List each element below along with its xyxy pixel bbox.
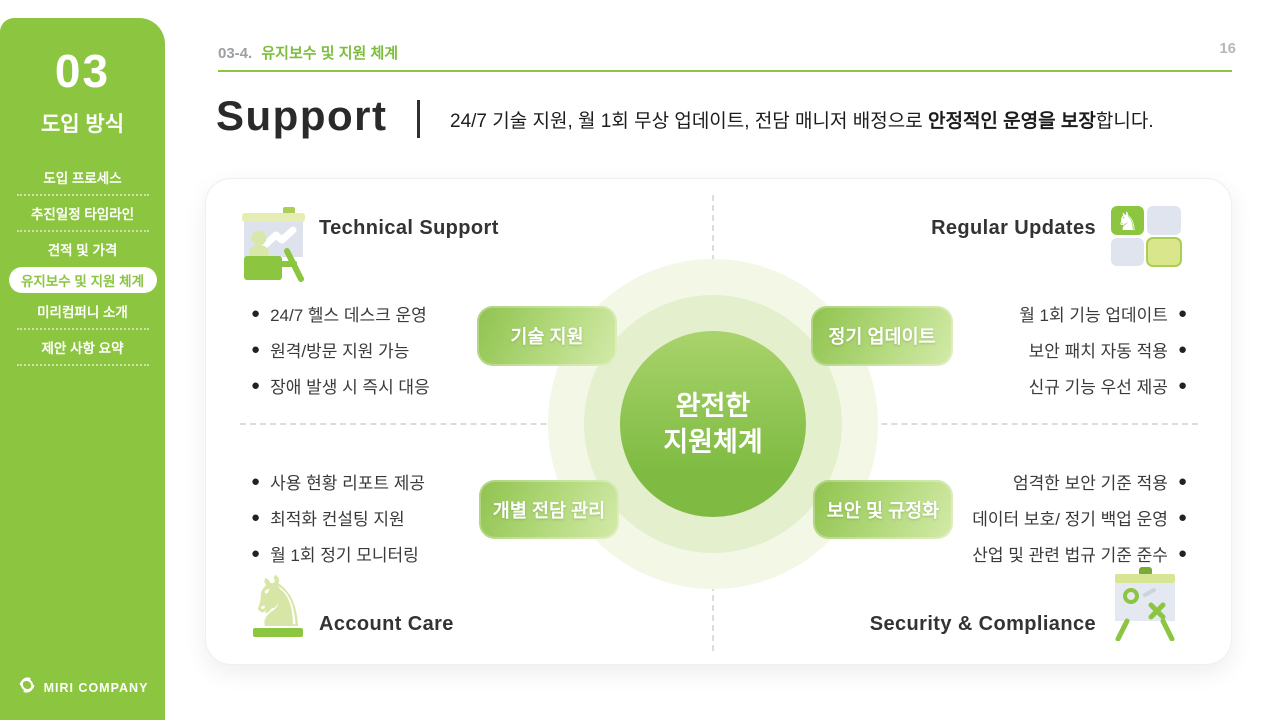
technical-support-list: ● 24/7 헬스 데스크 운영 ● 원격/방문 지원 가능 ● 장애 발생 시 즉시… bbox=[251, 301, 430, 409]
support-diagram-card: 완전한 지원체계 기술 지원 정기 업데이트 개별 전담 관리 보안 및 규정화… bbox=[205, 178, 1232, 665]
sidebar-item-timeline[interactable]: 추진일정 타임라인 bbox=[30, 207, 135, 222]
sidebar-item-company[interactable]: 미리컴퍼니 소개 bbox=[37, 305, 128, 320]
security-compliance-list: ● 엄격한 보안 기준 적용 ● 데이터 보호/ 정기 백업 운영 ● 산업 및 관련… bbox=[972, 469, 1187, 577]
sidebar-item-pricing[interactable]: 견적 및 가격 bbox=[47, 243, 118, 258]
bullet-dot: ● bbox=[1177, 305, 1187, 322]
list-item: ● 최적화 컨설팅 지원 bbox=[251, 505, 425, 530]
page-number: 16 bbox=[1219, 40, 1236, 57]
bullet-dot: ● bbox=[251, 473, 261, 490]
list-item-text: 최적화 컨설팅 지원 bbox=[270, 510, 405, 529]
sidebar-item-maintenance-active[interactable]: 유지보수 및 지원 체계 bbox=[8, 267, 157, 293]
list-item: ● 보안 패치 자동 적용 bbox=[1019, 337, 1187, 362]
list-item-text: 24/7 헬스 데스크 운영 bbox=[270, 306, 427, 325]
sidebar-item-summary[interactable]: 제안 사항 요약 bbox=[41, 341, 124, 356]
pill-regular-updates: 정기 업데이트 bbox=[811, 306, 953, 366]
title-divider bbox=[417, 100, 420, 138]
breadcrumb-number: 03-4. bbox=[218, 45, 253, 62]
bullet-dot: ● bbox=[1177, 341, 1187, 358]
bullet-dot: ● bbox=[1177, 545, 1187, 562]
list-item: ● 월 1회 기능 업데이트 bbox=[1019, 301, 1187, 326]
list-item-text: 원격/방문 지원 가능 bbox=[270, 342, 410, 361]
breadcrumb-title: 유지보수 및 지원 체계 bbox=[261, 45, 399, 62]
header-underline bbox=[218, 70, 1232, 72]
bullet-dot: ● bbox=[251, 305, 261, 322]
heading-security-compliance: Security & Compliance bbox=[869, 613, 1096, 635]
page-title: Support bbox=[216, 92, 388, 139]
menu-separator bbox=[16, 230, 149, 232]
company-logo-icon bbox=[17, 675, 37, 700]
bullet-dot: ● bbox=[1177, 473, 1187, 490]
bullet-dot: ● bbox=[1177, 377, 1187, 394]
list-item: ● 24/7 헬스 데스크 운영 bbox=[251, 301, 430, 326]
pill-account-care: 개별 전담 관리 bbox=[479, 480, 619, 539]
company-logo-text: MIRI COMPANY bbox=[43, 680, 149, 695]
sidebar-menu: 도입 프로세스 추진일정 타임라인 견적 및 가격 유지보수 및 지원 체계 미… bbox=[0, 163, 165, 369]
bullet-dot: ● bbox=[251, 545, 261, 562]
account-care-list: ● 사용 현황 리포트 제공 ● 최적화 컨설팅 지원 ● 월 1회 정기 모니터링 bbox=[251, 469, 425, 577]
chapter-number: 03 bbox=[54, 45, 111, 97]
list-item-text: 보안 패치 자동 적용 bbox=[1028, 342, 1168, 361]
list-item: ● 장애 발생 시 즉시 대응 bbox=[251, 373, 430, 398]
list-item-text: 월 1회 정기 모니터링 bbox=[270, 546, 419, 565]
sidebar-item-process[interactable]: 도입 프로세스 bbox=[43, 171, 122, 186]
svg-text:♞: ♞ bbox=[1116, 207, 1138, 236]
strategy-board-icon bbox=[1109, 565, 1181, 646]
list-item: ● 산업 및 관련 법규 기준 준수 bbox=[972, 541, 1187, 566]
list-item-text: 산업 및 관련 법규 기준 준수 bbox=[972, 546, 1168, 565]
heading-technical-support: Technical Support bbox=[319, 217, 499, 239]
list-item-text: 장애 발생 시 즉시 대응 bbox=[270, 378, 430, 397]
page-description: 24/7 기술 지원, 월 1회 무상 업데이트, 전담 매니저 배정으로 안정… bbox=[450, 106, 1154, 133]
list-item: ● 데이터 보호/ 정기 백업 운영 bbox=[972, 505, 1187, 530]
list-item: ● 사용 현황 리포트 제공 bbox=[251, 469, 425, 494]
chess-grid-icon: ♞ bbox=[1109, 204, 1183, 273]
chess-knight-icon: ♞ bbox=[247, 561, 310, 645]
bullet-dot: ● bbox=[251, 377, 261, 394]
list-item: ● 월 1회 정기 모니터링 bbox=[251, 541, 425, 566]
menu-separator bbox=[16, 364, 149, 366]
sidebar: 03 도입 방식 도입 프로세스 추진일정 타임라인 견적 및 가격 유지보수 … bbox=[0, 18, 165, 720]
list-item-text: 사용 현황 리포트 제공 bbox=[270, 474, 425, 493]
description-normal: 24/7 기술 지원, 월 1회 무상 업데이트, 전담 매니저 배정으로 bbox=[450, 111, 928, 132]
bullet-dot: ● bbox=[251, 341, 261, 358]
heading-regular-updates: Regular Updates bbox=[931, 217, 1096, 239]
center-circle: 완전한 지원체계 bbox=[620, 331, 806, 517]
company-logo: MIRI COMPANY bbox=[0, 675, 165, 700]
list-item: ● 엄격한 보안 기준 적용 bbox=[972, 469, 1187, 494]
bullet-dot: ● bbox=[1177, 509, 1187, 526]
breadcrumb: 03-4. 유지보수 및 지원 체계 bbox=[218, 42, 398, 63]
description-bold: 안정적인 운영을 보장 bbox=[927, 111, 1096, 132]
list-item-text: 데이터 보호/ 정기 백업 운영 bbox=[972, 510, 1168, 529]
chapter-title: 도입 방식 bbox=[40, 113, 125, 136]
presentation-board-icon bbox=[235, 201, 311, 288]
list-item-text: 월 1회 기능 업데이트 bbox=[1019, 306, 1168, 325]
pill-technical-support: 기술 지원 bbox=[477, 306, 617, 366]
menu-separator bbox=[16, 328, 149, 330]
regular-updates-list: ● 월 1회 기능 업데이트 ● 보안 패치 자동 적용 ● 신규 기능 우선 제공 bbox=[1019, 301, 1187, 409]
pill-security-compliance: 보안 및 규정화 bbox=[813, 480, 953, 539]
list-item-text: 엄격한 보안 기준 적용 bbox=[1013, 474, 1168, 493]
center-line2: 지원체계 bbox=[663, 427, 763, 457]
list-item: ● 원격/방문 지원 가능 bbox=[251, 337, 430, 362]
heading-account-care: Account Care bbox=[319, 613, 454, 635]
description-suffix: 합니다. bbox=[1095, 111, 1154, 132]
menu-separator bbox=[16, 194, 149, 196]
bullet-dot: ● bbox=[251, 509, 261, 526]
list-item-text: 신규 기능 우선 제공 bbox=[1028, 378, 1168, 397]
list-item: ● 신규 기능 우선 제공 bbox=[1019, 373, 1187, 398]
center-line1: 완전한 bbox=[675, 390, 751, 421]
